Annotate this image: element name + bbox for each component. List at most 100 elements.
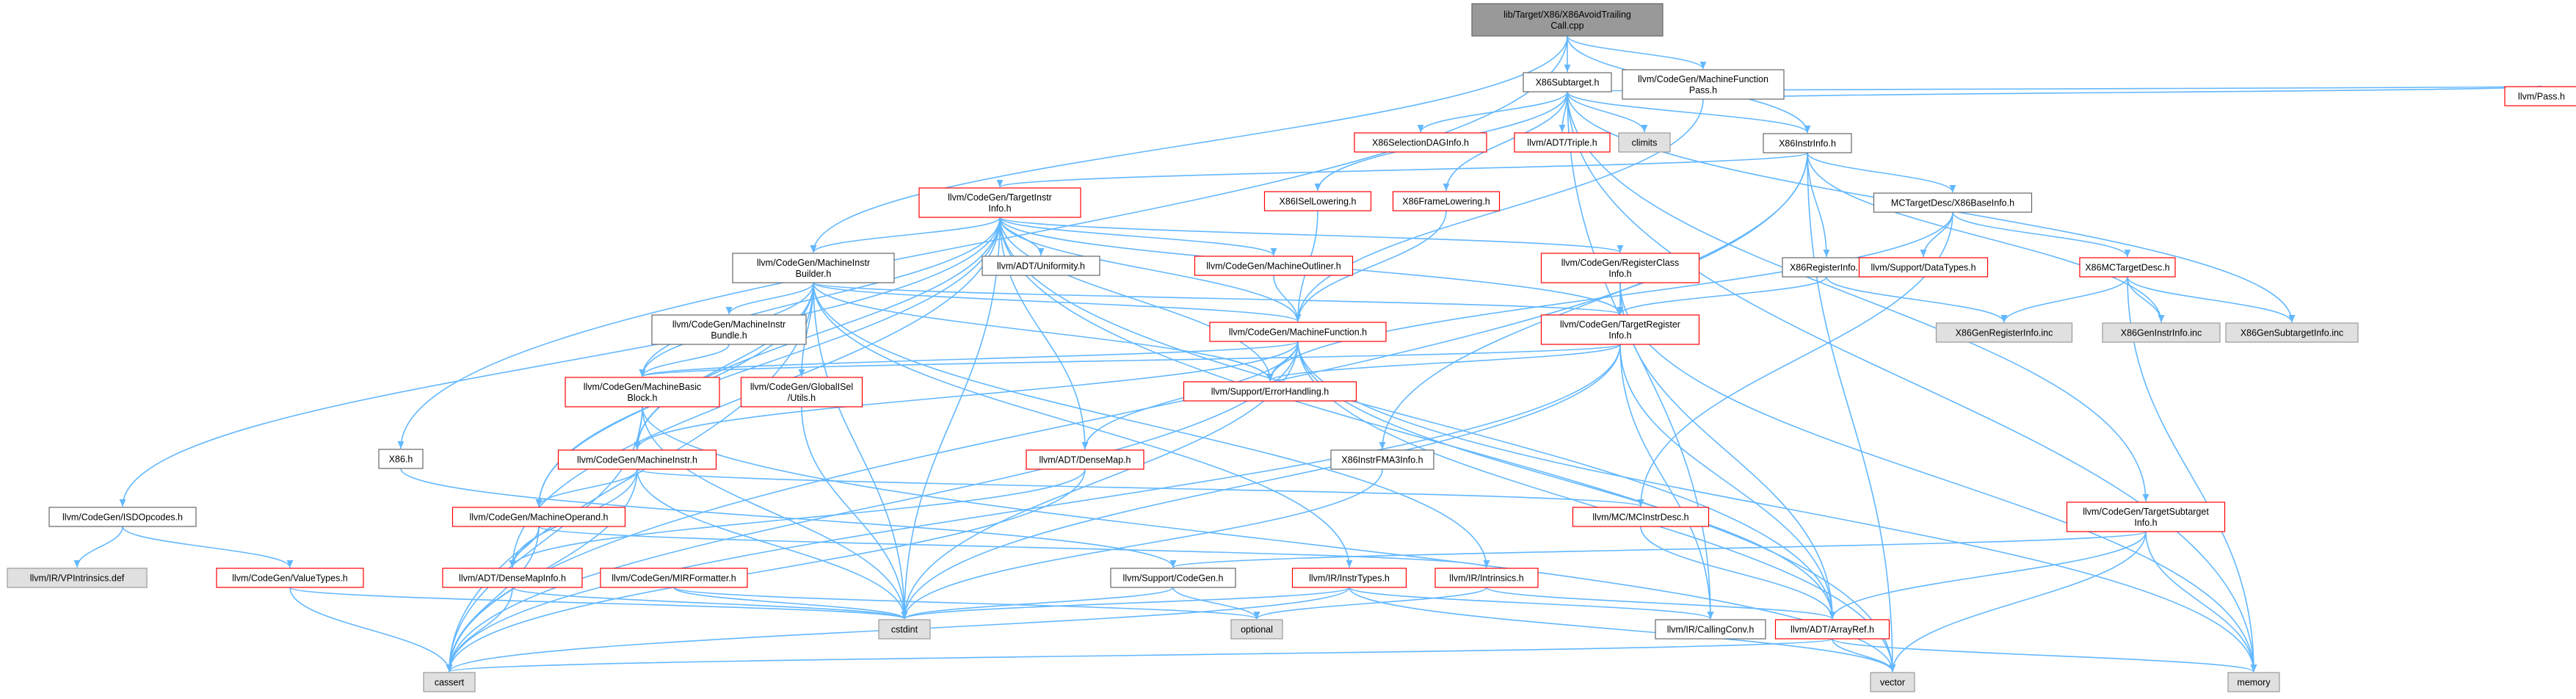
node-label: llvm/CodeGen/MachineInstr.h [577, 455, 697, 466]
node-DenseMapInfo[interactable]: llvm/ADT/DenseMapInfo.h [442, 568, 583, 588]
node-box [378, 449, 424, 469]
node-box [1523, 72, 1612, 93]
node-GenRegInc: X86GenRegisterInfo.inc [1935, 322, 2073, 343]
node-label: MCTargetDesc/X86BaseInfo.h [1891, 198, 2014, 209]
node-ValueTypes[interactable]: llvm/CodeGen/ValueTypes.h [216, 568, 364, 588]
edge-TSI-to-ArrayRef [1829, 531, 2147, 620]
node-label: X86FrameLowering.h [1402, 197, 1490, 207]
node-MCInstrDesc[interactable]: llvm/MC/MCInstrDesc.h [1572, 507, 1710, 527]
node-SupportCG[interactable]: llvm/Support/CodeGen.h [1110, 568, 1236, 588]
edge-DenseMap-to-cassert [446, 468, 1086, 673]
node-DenseMap[interactable]: llvm/ADT/DenseMap.h [1026, 449, 1144, 470]
node-label: Info.h [988, 203, 1011, 214]
node-ArrayRef[interactable]: llvm/ADT/ArrayRef.h [1774, 619, 1890, 640]
node-label: optional [1241, 625, 1273, 635]
node-box [1870, 672, 1915, 692]
node-VPIntr: llvm/IR/VPIntrinsics.def [7, 568, 148, 588]
node-box [878, 619, 931, 640]
edge-TRI-to-ArrayRef [1619, 344, 1836, 620]
node-label: llvm/CodeGen/TargetRegister [1560, 319, 1680, 330]
node-Intrinsics[interactable]: llvm/IR/Intrinsics.h [1434, 568, 1539, 588]
edge-TII-to-cstdint [901, 217, 1001, 620]
node-X86SelDAG[interactable]: X86SelectionDAGInfo.h [1354, 132, 1487, 153]
node-label: llvm/ADT/ArrayRef.h [1790, 625, 1874, 635]
node-label: Info.h [2134, 518, 2157, 528]
node-box [565, 377, 720, 408]
edge-X86Subtarget-to-X86SelDAG [1417, 91, 1568, 133]
node-X86ISel[interactable]: X86ISelLowering.h [1263, 191, 1372, 211]
node-box [1618, 132, 1671, 153]
edge-MI-to-MCInstrDesc [636, 468, 1644, 507]
edge-TII-to-TRCInfo [999, 217, 1624, 253]
node-X86Frame[interactable]: X86FrameLowering.h [1392, 191, 1501, 211]
node-X86Subtarget[interactable]: X86Subtarget.h [1523, 72, 1612, 93]
node-label: vector [1880, 678, 1905, 688]
node-box [451, 507, 626, 527]
node-label: cstdint [891, 625, 918, 635]
node-MCX86Base[interactable]: MCTargetDesc/X86BaseInfo.h [1873, 192, 2033, 213]
node-optional: optional [1230, 619, 1283, 640]
node-Uniformity[interactable]: llvm/ADT/Uniformity.h [982, 256, 1100, 276]
node-GISelUtils[interactable]: llvm/CodeGen/GlobalISel/Utils.h [740, 377, 863, 408]
node-label: X86InstrInfo.h [1779, 139, 1836, 149]
node-X86InstrInfo[interactable]: X86InstrInfo.h [1763, 133, 1852, 153]
node-X86h[interactable]: X86.h [378, 449, 424, 469]
node-label: llvm/Support/DataTypes.h [1871, 263, 1975, 273]
node-box [1782, 257, 1871, 278]
edge-X86RegInfo-to-TRI [1617, 276, 1827, 315]
edge-MIRFmt-to-cstdint [673, 587, 908, 620]
node-label: lib/Target/X86/X86AvoidTrailing [1503, 10, 1631, 20]
edge-MIBuilder-to-MI [634, 282, 814, 450]
node-Pass[interactable]: llvm/Pass.h [2504, 86, 2576, 106]
node-ISDOpcodes[interactable]: llvm/CodeGen/ISDOpcodes.h [48, 507, 197, 527]
node-MF[interactable]: llvm/CodeGen/MachineFunction.h [1209, 322, 1387, 342]
node-X86RegInfo[interactable]: X86RegisterInfo.h [1782, 257, 1871, 278]
edge-MIBuilder-to-ErrHandling [813, 282, 1274, 382]
node-MI[interactable]: llvm/CodeGen/MachineInstr.h [557, 449, 717, 470]
node-MO[interactable]: llvm/CodeGen/MachineOperand.h [451, 507, 626, 527]
edge-TRI-to-cstdint [901, 344, 1621, 620]
edge-root-to-MIBuilder [810, 35, 1568, 253]
node-FMA3[interactable]: X86InstrFMA3Info.h [1330, 449, 1434, 470]
node-label: X86RegisterInfo.h [1790, 263, 1863, 273]
edge-TII-to-ArrayRef [999, 217, 1836, 620]
node-label: llvm/CodeGen/ValueTypes.h [232, 573, 348, 584]
node-InstrTypes[interactable]: llvm/IR/InstrTypes.h [1291, 568, 1407, 588]
node-box [2066, 501, 2226, 532]
edge-TRCInfo-to-memory [1619, 282, 2257, 673]
edge-ISDOpcodes-to-ValueTypes [122, 526, 294, 568]
node-GenInstrInc: X86GenInstrInfo.inc [2102, 322, 2221, 343]
node-label: llvm/CodeGen/MIRFormatter.h [612, 573, 736, 584]
node-label: X86GenRegisterInfo.inc [1956, 328, 2053, 338]
node-MOutliner[interactable]: llvm/CodeGen/MachineOutliner.h [1194, 256, 1354, 276]
node-CallingConv[interactable]: llvm/IR/CallingConv.h [1655, 619, 1766, 640]
node-label: X86GenInstrInfo.inc [2121, 328, 2202, 338]
node-climits: climits [1618, 132, 1671, 153]
node-label: Info.h [1608, 330, 1631, 341]
node-label: llvm/IR/InstrTypes.h [1309, 573, 1390, 584]
node-X86MCTD[interactable]: X86MCTargetDesc.h [2079, 257, 2176, 278]
node-label: llvm/CodeGen/TargetInstr [948, 192, 1052, 203]
node-label: llvm/CodeGen/MachineInstr [757, 258, 870, 268]
node-box [7, 568, 148, 588]
edge-X86InstrInfo-to-MCX86Base [1807, 152, 1956, 193]
edge-X86InstrInfo-to-vector [1807, 152, 1896, 673]
node-box [1434, 568, 1539, 588]
node-Triple[interactable]: llvm/ADT/Triple.h [1514, 132, 1611, 153]
edge-ISDOpcodes-to-VPIntr [73, 526, 123, 568]
edge-ValueTypes-to-cassert [289, 587, 453, 673]
node-DataTypes[interactable]: llvm/Support/DataTypes.h [1858, 257, 1989, 278]
node-label: X86SelectionDAGInfo.h [1372, 138, 1469, 148]
node-box [1655, 619, 1766, 640]
node-ErrHandling[interactable]: llvm/Support/ErrorHandling.h [1183, 381, 1357, 402]
edge-X86MCTD-to-GenSubInc [2127, 276, 2296, 323]
node-MIRFmt[interactable]: llvm/CodeGen/MIRFormatter.h [600, 568, 748, 588]
